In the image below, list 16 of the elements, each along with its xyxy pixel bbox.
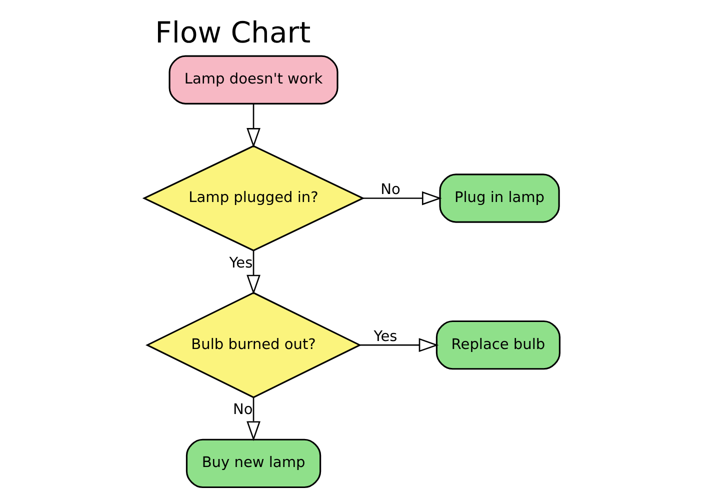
edge-label: Yes [373, 328, 397, 345]
edge-label: No [232, 402, 252, 418]
arrow [246, 104, 260, 148]
node-box: Plug in lamp [438, 174, 560, 223]
arrow [360, 338, 438, 352]
arrow [246, 397, 260, 442]
node-diamond: Lamp plugged in? [142, 145, 364, 252]
node-box: Buy new lamp [185, 438, 321, 488]
node-box: Replace bulb [435, 320, 560, 370]
edge-label: No [380, 182, 400, 198]
node-box: Lamp doesn't work [168, 55, 338, 104]
edge-label: Yes [228, 255, 252, 272]
node-diamond: Bulb burned out? [145, 292, 362, 398]
diagram-title: Flow Chart [154, 15, 310, 50]
arrow [246, 250, 260, 295]
arrow [362, 191, 442, 206]
